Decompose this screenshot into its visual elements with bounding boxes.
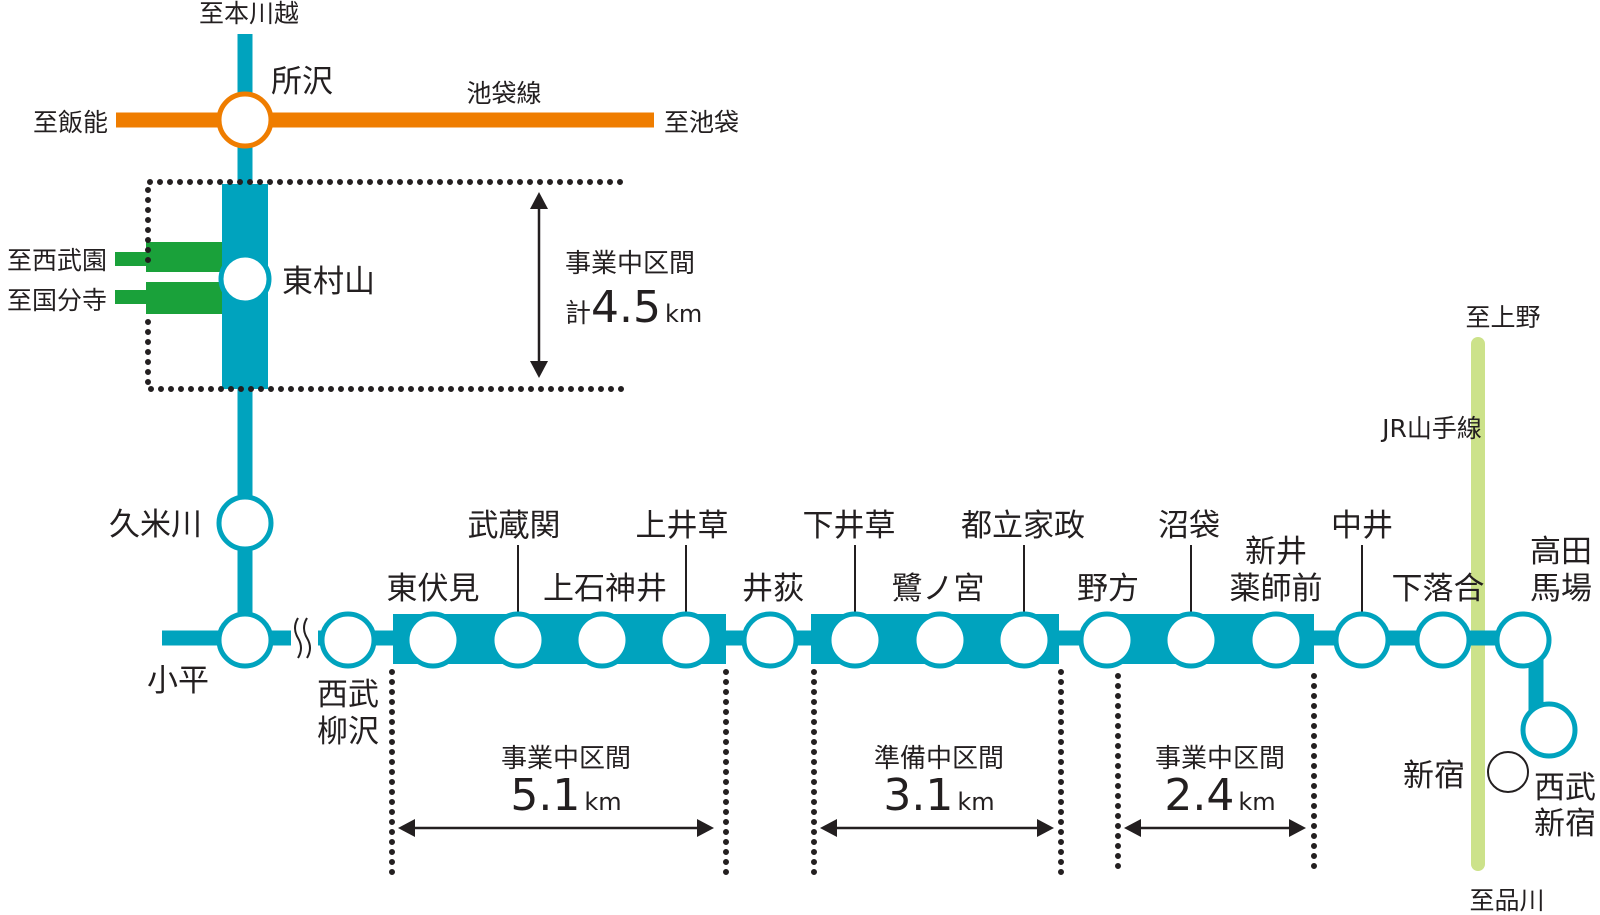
label-tokorozawa: 所沢 bbox=[271, 64, 333, 100]
station-kamiigusa bbox=[657, 611, 715, 669]
label-yagisawa-2: 柳沢 bbox=[317, 714, 379, 750]
station-jr-shinjuku bbox=[1487, 751, 1529, 793]
label-araiyakushi-1: 新井 bbox=[1245, 534, 1307, 570]
arrow-section-c-right bbox=[1289, 819, 1306, 837]
section-c-unit: km bbox=[1238, 788, 1275, 816]
dir-ikebukuro: 至池袋 bbox=[664, 108, 739, 137]
label-musashiseki: 武蔵関 bbox=[468, 508, 561, 544]
label-kamiigusa: 上井草 bbox=[636, 508, 729, 544]
dimension-arrows bbox=[398, 192, 1306, 837]
station-higashifushimi bbox=[404, 611, 462, 669]
section-higashimurayama-prefix: 計 bbox=[565, 299, 591, 329]
label-shinjuku: 新宿 bbox=[1403, 758, 1465, 794]
station-higashimurayama bbox=[218, 252, 272, 306]
section-b-unit: km bbox=[957, 788, 994, 816]
section-c-value: 2.4 bbox=[1164, 770, 1234, 821]
label-araiyakushi-2: 薬師前 bbox=[1230, 571, 1323, 607]
section-a-label: 事業中区間 bbox=[501, 744, 631, 774]
higashimurayama-dotted-box bbox=[145, 179, 629, 392]
arrow-section-b-right bbox=[1037, 819, 1054, 837]
section-higashimurayama-label: 事業中区間 bbox=[565, 249, 695, 279]
kokubunji-branch bbox=[115, 290, 148, 304]
label-numabukuro: 沼袋 bbox=[1158, 508, 1220, 544]
dir-seibuen: 至西武園 bbox=[7, 246, 107, 275]
label-kamishakujii: 上石神井 bbox=[543, 571, 667, 607]
label-kodaira: 小平 bbox=[147, 663, 209, 699]
arrow-section-c-left bbox=[1124, 819, 1141, 837]
section-higashimurayama-unit: km bbox=[665, 300, 702, 328]
arrow-section-a-left bbox=[398, 819, 415, 837]
stations bbox=[216, 91, 1578, 793]
dotted-boundaries bbox=[145, 179, 1317, 879]
label-higashimurayama: 東村山 bbox=[282, 264, 375, 300]
label-nakai: 中井 bbox=[1331, 508, 1393, 544]
leader-lines bbox=[517, 545, 1363, 612]
branch-block-upper bbox=[146, 242, 226, 272]
label-nogata: 野方 bbox=[1077, 571, 1139, 607]
section-a-unit: km bbox=[584, 788, 621, 816]
label-seibushinjuku-2: 新宿 bbox=[1534, 806, 1596, 842]
station-toritsukasei bbox=[995, 611, 1053, 669]
arrow-head-down bbox=[530, 361, 548, 378]
line-break-mark bbox=[294, 617, 311, 659]
label-iogi: 井荻 bbox=[742, 571, 804, 607]
label-takadanobaba-1: 高田 bbox=[1530, 534, 1592, 570]
station-kumegawa bbox=[216, 494, 274, 552]
section-b-label: 準備中区間 bbox=[874, 744, 1004, 774]
label-shimoochiai: 下落合 bbox=[1392, 571, 1485, 607]
station-nogata bbox=[1078, 611, 1136, 669]
station-saginomiya bbox=[911, 611, 969, 669]
section-c-label: 事業中区間 bbox=[1155, 744, 1285, 774]
station-shimoochiai bbox=[1414, 611, 1472, 669]
arrow-section-a-right bbox=[697, 819, 714, 837]
station-kodaira bbox=[216, 611, 274, 669]
dir-kokubunji: 至国分寺 bbox=[7, 286, 107, 315]
arrow-section-b-left bbox=[820, 819, 837, 837]
section-a-value: 5.1 bbox=[510, 770, 580, 821]
station-seibushinjuku bbox=[1520, 701, 1578, 759]
station-takadanobaba bbox=[1494, 611, 1552, 669]
arrow-head-up bbox=[530, 192, 548, 209]
station-nakai bbox=[1333, 611, 1391, 669]
label-yagisawa-1: 西武 bbox=[317, 677, 379, 713]
branch-block-lower bbox=[146, 282, 226, 314]
station-musashiseki bbox=[489, 611, 547, 669]
label-takadanobaba-2: 馬場 bbox=[1530, 571, 1592, 607]
label-saginomiya: 鷺ノ宮 bbox=[892, 571, 985, 607]
label-shimoigusa: 下井草 bbox=[803, 508, 896, 544]
section-higashimurayama-value: 4.5 bbox=[591, 282, 661, 333]
station-tokorozawa bbox=[216, 91, 274, 149]
station-numabukuro bbox=[1162, 611, 1220, 669]
section-b-value: 3.1 bbox=[883, 770, 953, 821]
station-shimoigusa bbox=[826, 611, 884, 669]
dir-ueno: 至上野 bbox=[1465, 303, 1540, 332]
label-higashifushimi: 東伏見 bbox=[387, 571, 480, 607]
station-araiyakushimae bbox=[1247, 611, 1305, 669]
line-jr-label: JR山手線 bbox=[1380, 414, 1482, 443]
station-iogi bbox=[741, 611, 799, 669]
dir-shinagawa: 至品川 bbox=[1469, 886, 1544, 915]
label-seibushinjuku-1: 西武 bbox=[1534, 770, 1596, 806]
seibuen-branch bbox=[115, 252, 148, 266]
station-seibuyagisawa bbox=[319, 611, 377, 669]
line-ikebukuro-label: 池袋線 bbox=[466, 79, 541, 108]
label-toritsukasei: 都立家政 bbox=[961, 508, 1085, 544]
dir-hon-kawagoe: 至本川越 bbox=[199, 0, 299, 28]
station-kamishakujii bbox=[573, 611, 631, 669]
dir-hanno: 至飯能 bbox=[33, 108, 108, 137]
label-kumegawa: 久米川 bbox=[109, 507, 202, 543]
